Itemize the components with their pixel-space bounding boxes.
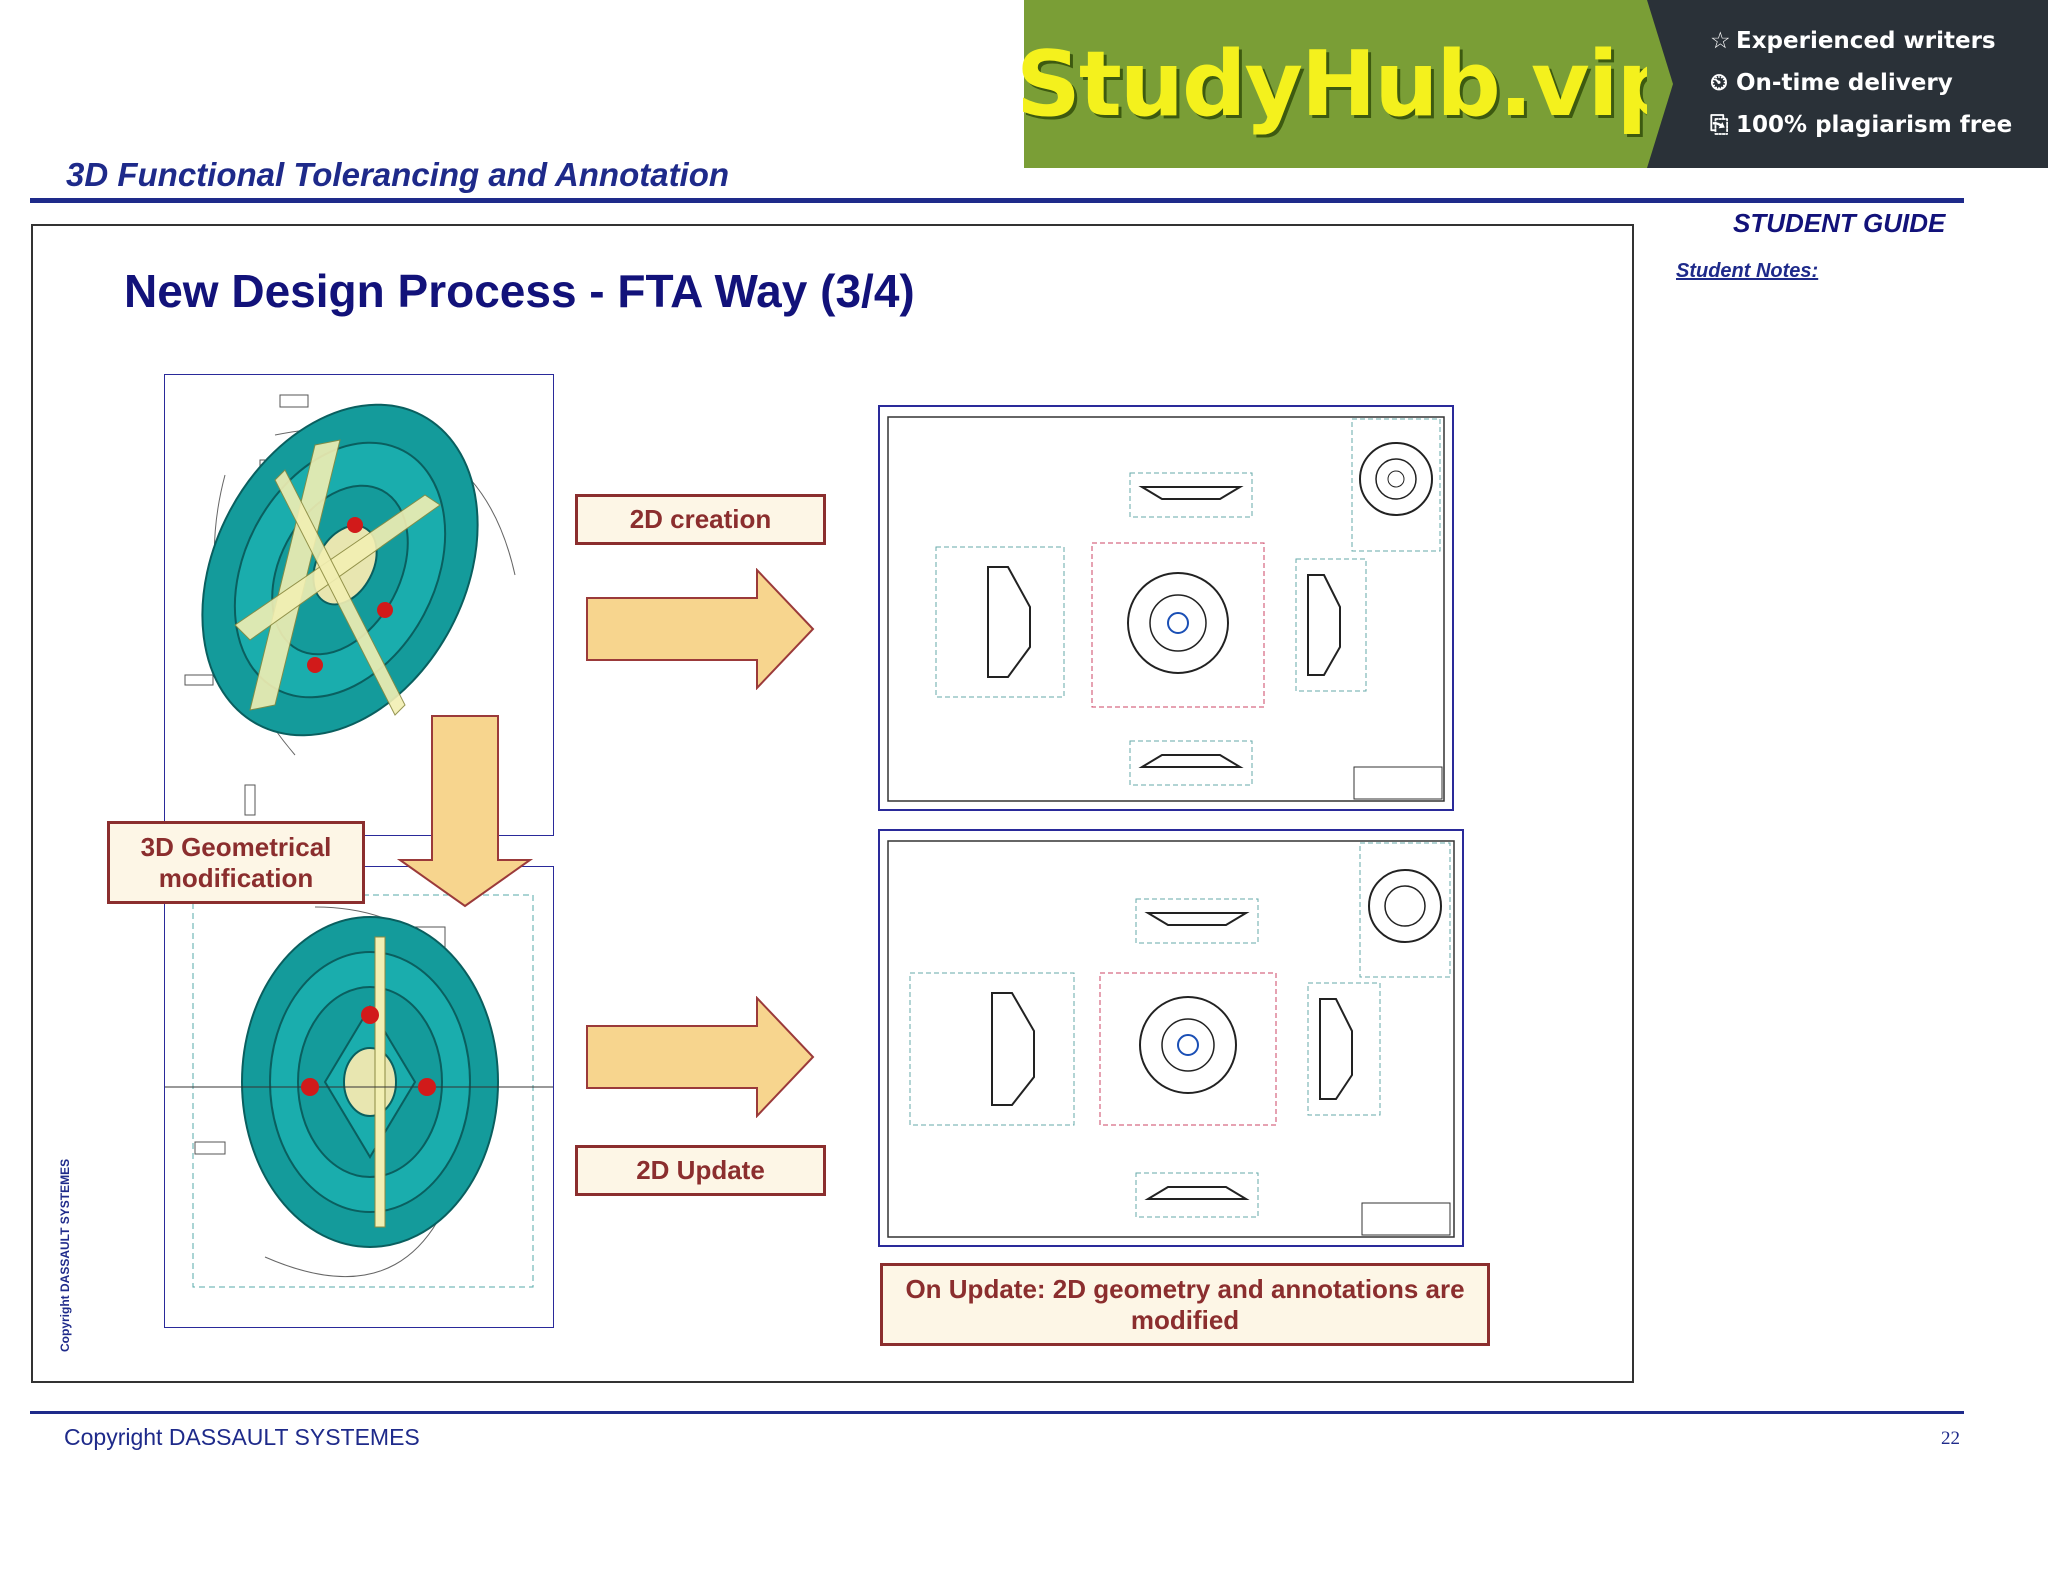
- feature-label: Experienced writers: [1736, 28, 1996, 54]
- label-3d-modification: 3D Geometrical modification: [107, 821, 365, 904]
- down-arrow: [396, 715, 534, 908]
- drawing-sheet-creation: [878, 405, 1454, 811]
- slide-title: New Design Process - FTA Way (3/4): [124, 265, 915, 317]
- brand-logo: StudyHub.vip: [1016, 31, 1681, 137]
- vertical-copyright: Copyright DASSAULT SYSTEMES: [58, 1158, 72, 1352]
- label-text: modification: [158, 862, 314, 893]
- feature-item: ☆Experienced writers: [1710, 28, 1996, 54]
- label-2d-update: 2D Update: [575, 1145, 826, 1196]
- feature-label: 100% plagiarism free: [1736, 112, 2013, 138]
- star-icon: ☆: [1710, 28, 1731, 54]
- clock-icon: ⏲: [1710, 70, 1728, 96]
- footer-copyright: Copyright DASSAULT SYSTEMES: [64, 1424, 420, 1450]
- footer-rule: [30, 1411, 1964, 1414]
- feature-label: On-time delivery: [1736, 70, 1953, 96]
- banner-divider: [1647, 0, 1673, 168]
- copy-icon: ⎘: [1710, 112, 1729, 138]
- right-arrow-creation: [586, 568, 815, 690]
- label-text: 3D Geometrical: [140, 831, 332, 862]
- student-guide-label: STUDENT GUIDE: [1733, 208, 1946, 238]
- label-on-update: On Update: 2D geometry and annotations a…: [880, 1263, 1490, 1346]
- feature-item: ⎘ 100% plagiarism free: [1710, 112, 2012, 138]
- right-arrow-update: [586, 996, 815, 1118]
- label-2d-creation: 2D creation: [575, 494, 826, 545]
- banner-features-panel: [1647, 0, 2048, 168]
- label-text: modified: [1130, 1304, 1240, 1335]
- header-rule: [30, 198, 1964, 203]
- label-text: On Update: 2D geometry and annotations a…: [905, 1273, 1465, 1304]
- drawing-sheet-updated: [878, 829, 1464, 1247]
- document-title: 3D Functional Tolerancing and Annotation: [66, 156, 730, 193]
- feature-item: ⏲ On-time delivery: [1710, 70, 1953, 96]
- student-notes-label: Student Notes:: [1676, 260, 1819, 282]
- part-3d-modified-image: [164, 866, 554, 1328]
- label-text: 2D creation: [629, 504, 772, 534]
- page-number: 22: [1941, 1428, 1960, 1449]
- banner-brand-panel[interactable]: StudyHub.vip: [1016, 0, 1681, 168]
- label-text: 2D Update: [636, 1155, 765, 1185]
- slide-frame: [31, 224, 1634, 1383]
- part-3d-original-image: [164, 374, 554, 836]
